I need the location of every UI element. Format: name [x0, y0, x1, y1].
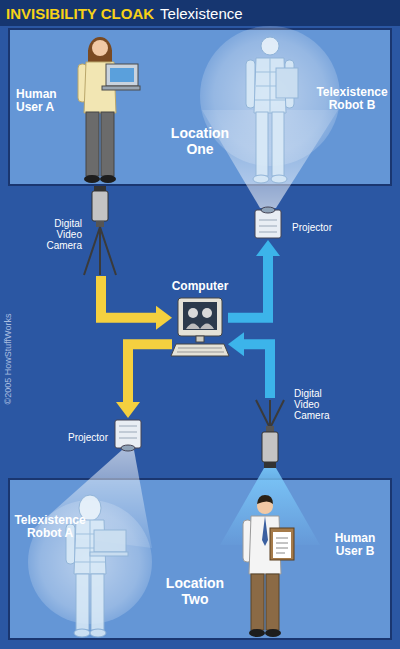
lens — [264, 462, 276, 468]
device-label: Computer — [160, 280, 240, 293]
shoulders — [186, 324, 214, 330]
camera-body — [92, 191, 108, 221]
foot — [90, 629, 106, 637]
arm — [246, 60, 255, 108]
paper — [273, 532, 291, 558]
arrow-shaft — [228, 255, 268, 318]
laptop-display — [110, 68, 134, 82]
laptop-screen — [94, 530, 126, 552]
leg — [272, 112, 284, 176]
foot — [253, 175, 269, 183]
tripod-legs — [84, 227, 116, 275]
tie — [262, 516, 268, 546]
figure-label: Telexistence Robot B — [312, 86, 392, 113]
human-user: Human User A — [14, 32, 142, 186]
copyright-note: ©2005 HowStuffWorks — [3, 299, 13, 419]
shoe — [84, 175, 100, 183]
signal-arrow — [101, 276, 172, 330]
robot-figure — [66, 495, 128, 637]
keys — [177, 348, 224, 352]
leg — [91, 574, 104, 630]
signal-arrow — [228, 332, 270, 398]
tripod-head — [266, 426, 274, 432]
laptop-base — [102, 86, 140, 90]
leg — [266, 574, 279, 630]
arrow-shaft — [243, 344, 270, 398]
vent — [259, 220, 277, 232]
human-figure — [243, 495, 294, 637]
leg — [76, 574, 89, 630]
projector-body — [115, 420, 141, 448]
laptop-base — [90, 552, 128, 556]
vent — [119, 426, 137, 438]
arrow-head — [156, 306, 172, 330]
location-box: Location One Human User A Telexistence Rob… — [8, 28, 392, 186]
leg — [86, 112, 99, 176]
shoe — [249, 629, 265, 637]
device-label: Digital Video Camera — [34, 218, 82, 252]
laptop-screen — [106, 64, 138, 86]
camera-body — [262, 432, 278, 462]
arm — [66, 524, 75, 564]
figure-label: Human User B — [324, 532, 386, 559]
signal-arrow — [116, 344, 172, 418]
location-name: Location Two — [158, 576, 232, 607]
tripod-head — [96, 221, 104, 227]
face — [92, 40, 108, 56]
subtitle: Telexistence — [160, 5, 243, 22]
diagram-title: INVISIBILITY CLOAK — [6, 5, 154, 22]
clipboard — [270, 528, 294, 560]
writing — [276, 538, 288, 553]
foot — [271, 175, 287, 183]
tripod-legs — [256, 400, 284, 428]
human-figure — [78, 37, 140, 183]
shoe — [100, 175, 116, 183]
figure-label: Human User A — [16, 88, 74, 115]
arrow-head — [228, 332, 244, 356]
video-camera — [84, 186, 116, 275]
video-camera — [256, 400, 284, 468]
face — [188, 308, 198, 318]
hologram-glow — [200, 26, 340, 166]
device-label: Projector — [38, 432, 108, 443]
clipboard — [276, 68, 298, 98]
screen — [183, 302, 217, 330]
monitor — [178, 298, 222, 336]
computer — [171, 298, 229, 356]
device-label: Digital Video Camera — [294, 388, 342, 422]
foot — [74, 629, 90, 637]
projector — [255, 207, 281, 238]
head — [79, 495, 101, 521]
leg — [256, 112, 268, 176]
face — [202, 308, 212, 318]
location-name: Location One — [165, 126, 235, 157]
title-bar: INVISIBILITY CLOAK Telexistence — [0, 0, 400, 26]
leg — [101, 112, 114, 176]
robot-figure — [246, 37, 298, 183]
projector-body — [255, 210, 281, 238]
device-label: Projector — [292, 222, 362, 233]
shoe — [265, 629, 281, 637]
lens — [261, 207, 275, 213]
hair — [257, 495, 273, 504]
arrow-head — [116, 402, 140, 418]
arrow-head — [256, 240, 280, 256]
arrow-shaft — [101, 276, 157, 318]
stand — [196, 336, 204, 342]
leg — [251, 574, 264, 630]
figure-label: Telexistence Robot A — [10, 514, 90, 541]
keyboard — [171, 344, 229, 356]
head — [261, 37, 279, 55]
signal-arrow — [228, 240, 280, 318]
arrow-shaft — [128, 344, 172, 403]
lens — [121, 445, 135, 451]
projector — [115, 420, 141, 451]
